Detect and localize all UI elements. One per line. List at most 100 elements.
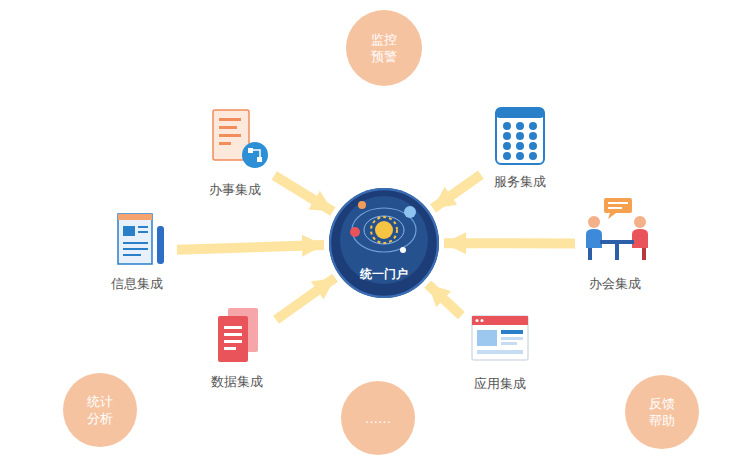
service-icon (516, 122, 524, 130)
circle-label: 反馈 帮助 (647, 395, 677, 429)
circle-outline (329, 188, 439, 298)
app-icon (481, 319, 484, 322)
hub-planet (375, 221, 393, 239)
info-icon (138, 226, 148, 228)
info-icon (118, 214, 164, 264)
service-icon (503, 132, 511, 140)
data-icon (218, 316, 248, 362)
portal-hub: 统一门户 (329, 188, 439, 298)
task-icon (219, 118, 241, 121)
circle-shape (63, 373, 137, 447)
service-icon (516, 142, 524, 150)
hub-planet (371, 217, 397, 243)
node-label: 办事集成 (209, 182, 261, 198)
flow-arrow (276, 278, 335, 320)
integration-node: 信息集成 (102, 210, 172, 292)
task-icon (213, 110, 268, 168)
hub-planet (340, 196, 428, 284)
info-icon (123, 242, 148, 244)
data-icon (224, 333, 242, 336)
flow-arrow (177, 245, 324, 250)
meeting-icon (634, 216, 646, 228)
circle-label: 统一门户 (360, 267, 408, 282)
app-icon (476, 319, 479, 322)
app-icon (472, 316, 528, 360)
task-icon (219, 126, 237, 129)
node-label: 信息集成 (111, 276, 163, 292)
circle-outline (63, 373, 137, 447)
task-icon (248, 148, 253, 153)
app-icon (477, 350, 523, 354)
task-icon (219, 142, 231, 145)
service-icon (496, 108, 544, 164)
task-icon (257, 157, 262, 162)
meeting-icon (586, 229, 602, 248)
hub-planet (364, 216, 404, 244)
task-icon (253, 150, 260, 157)
data-icon (224, 340, 242, 343)
node-label: 服务集成 (494, 174, 546, 190)
circle-outline (346, 10, 422, 86)
meeting-icon (608, 202, 628, 204)
app-icon (472, 316, 528, 325)
integration-node: 办事集成 (200, 105, 270, 198)
data-icon (224, 347, 236, 350)
circle-shape (625, 375, 699, 449)
info-icon (118, 214, 152, 264)
circle-shape (330, 189, 438, 297)
service-icon (529, 122, 537, 130)
feature-circle: 监控 预警 (346, 10, 422, 86)
task-icon (219, 134, 241, 137)
service-icon (503, 122, 511, 130)
meeting-icon (632, 229, 648, 248)
feature-circle: …… (341, 381, 415, 455)
feature-circle: 反馈 帮助 (625, 375, 699, 449)
service-icon (496, 108, 544, 164)
flow-arrow (433, 175, 481, 209)
integration-node: 服务集成 (485, 104, 555, 190)
app-icon (477, 330, 497, 346)
app-icon (501, 330, 523, 334)
meeting-icon (615, 244, 619, 260)
data-icon (218, 308, 258, 362)
info-icon (118, 214, 152, 220)
flow-arrow (428, 284, 462, 316)
task-icon (242, 142, 268, 168)
info-icon (123, 254, 141, 256)
hub-planet (329, 188, 439, 298)
service-icon (529, 132, 537, 140)
service-icon (503, 122, 537, 160)
service-icon (516, 132, 524, 140)
meeting-icon (608, 207, 622, 209)
meeting-icon (608, 213, 616, 219)
hub-planet (329, 188, 439, 298)
info-icon (123, 226, 135, 236)
meeting-icon (588, 216, 600, 228)
integration-node: 应用集成 (465, 312, 535, 392)
meeting-icon (600, 240, 634, 244)
app-icon (472, 316, 528, 360)
feature-circle: 统计 分析 (63, 373, 137, 447)
service-icon (503, 142, 511, 150)
integration-node: 数据集成 (202, 305, 272, 390)
service-icon (496, 108, 544, 118)
service-icon (503, 152, 511, 160)
circle-outline (625, 375, 699, 449)
info-icon (157, 226, 164, 264)
hub-planet (400, 247, 406, 253)
meeting-icon (604, 198, 632, 213)
flow-arrow (274, 176, 333, 212)
meeting-icon (586, 198, 648, 260)
data-icon (224, 326, 242, 329)
info-icon (123, 248, 148, 250)
service-icon (516, 152, 524, 160)
app-icon (501, 342, 517, 345)
node-label: 数据集成 (211, 374, 263, 390)
meeting-icon (642, 248, 646, 260)
service-icon (529, 152, 537, 160)
service-icon (529, 142, 537, 150)
circle-shape (341, 381, 415, 455)
integration-node: 办会集成 (580, 195, 650, 292)
info-icon (138, 231, 148, 233)
